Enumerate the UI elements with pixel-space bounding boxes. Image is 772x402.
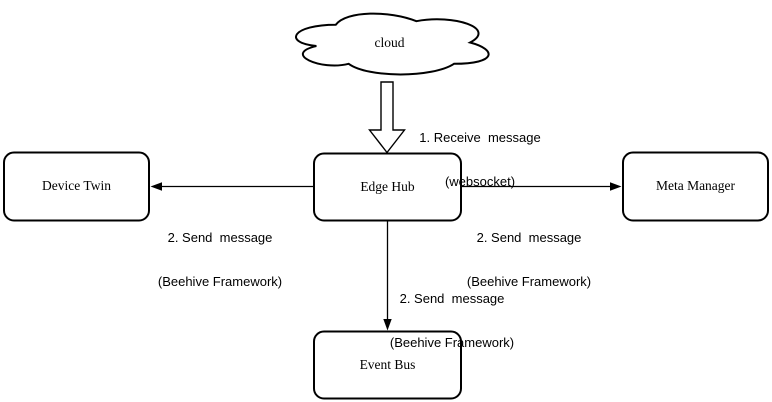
device-twin-box [3, 151, 150, 222]
arrowhead-down-icon [383, 319, 392, 331]
block-arrow-down-icon [368, 81, 406, 154]
edge-hub-box [313, 152, 462, 222]
cloud-shape [294, 12, 490, 76]
meta-manager-box [622, 151, 769, 222]
event-bus-box [313, 330, 462, 400]
arrowhead-right-icon [610, 182, 622, 191]
arrowhead-left-icon [150, 182, 162, 191]
